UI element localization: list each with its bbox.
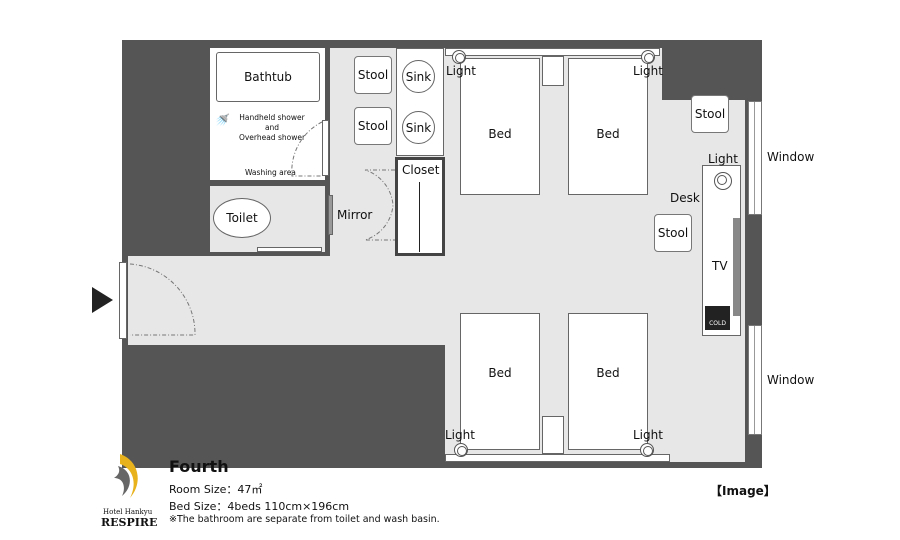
logo-text: RESPIRE	[101, 516, 158, 529]
bed-label: Bed	[488, 366, 512, 380]
stool: Stool	[354, 56, 392, 94]
bathtub: Bathtub	[216, 52, 320, 102]
note: ※The bathroom are separate from toilet a…	[169, 514, 440, 525]
entrance-door-swing	[129, 263, 196, 336]
stool: Stool	[691, 95, 729, 133]
tv	[733, 218, 740, 316]
light-icon	[454, 443, 468, 457]
mirror	[328, 195, 333, 235]
toilet-door	[257, 247, 322, 252]
shower-icon: 🚿	[215, 113, 230, 127]
light-icon	[641, 50, 655, 64]
light-label: Light	[708, 152, 738, 166]
shower-line: and	[264, 123, 280, 132]
bathroom-door-swing	[291, 121, 323, 177]
shower-line: Overhead shower	[238, 133, 306, 142]
bed-label: Bed	[596, 366, 620, 380]
toilet: Toilet	[213, 198, 271, 238]
washing-area-label: Washing area	[245, 168, 296, 177]
closet-label: Closet	[402, 163, 440, 177]
sink-label: Sink	[405, 69, 432, 84]
closet[interactable]: Closet	[395, 157, 445, 256]
room-type-title: Fourth	[169, 457, 229, 476]
window	[748, 325, 762, 435]
mirror-label: Mirror	[337, 208, 373, 222]
stool-label: Stool	[357, 68, 389, 82]
light-icon	[452, 50, 466, 64]
desk-label: Desk	[670, 191, 700, 205]
logo-text-small: Hotel Hankyu	[103, 508, 153, 516]
entrance-arrow-icon	[92, 287, 113, 313]
sink: Sink	[402, 111, 435, 144]
hotel-logo	[114, 454, 138, 498]
bed-size: Bed Size：4beds 110cm×196cm	[169, 500, 350, 513]
bathroom-door[interactable]	[322, 120, 329, 176]
bed-label: Bed	[596, 127, 620, 141]
room-size: Room Size：47㎡	[169, 483, 263, 496]
bathtub-label: Bathtub	[244, 70, 292, 84]
window-label: Window	[767, 373, 815, 387]
headboard-top	[445, 48, 660, 56]
image-label: 【Image】	[710, 484, 776, 498]
closet-door-swing	[364, 169, 395, 241]
corridor-floor	[128, 256, 448, 345]
shower-line: Handheld shower	[239, 113, 305, 122]
stool: Stool	[354, 107, 392, 145]
fridge: COLD	[705, 306, 730, 330]
light-label: Light	[445, 428, 475, 442]
nightstand	[542, 416, 564, 454]
light-label: Light	[633, 428, 663, 442]
sink: Sink	[402, 60, 435, 93]
desk-light-icon	[714, 172, 732, 190]
bed-label: Bed	[488, 127, 512, 141]
toilet-label: Toilet	[226, 211, 258, 225]
nightstand	[542, 56, 564, 86]
stool: Stool	[654, 214, 692, 252]
stool-label: Stool	[657, 226, 689, 240]
bed: Bed	[568, 313, 648, 450]
hanger-rod-icon	[419, 182, 420, 252]
bed: Bed	[568, 58, 648, 195]
fridge-label: COLD	[709, 320, 726, 327]
window-label: Window	[767, 150, 815, 164]
entrance-door[interactable]	[119, 262, 127, 339]
window	[748, 101, 762, 215]
shower-label: Handheld shower and Overhead shower	[232, 113, 312, 143]
sink-label: Sink	[405, 120, 432, 135]
bed: Bed	[460, 58, 540, 195]
tv-label: TV	[712, 259, 728, 273]
bed: Bed	[460, 313, 540, 450]
headboard-bottom	[445, 454, 670, 462]
light-label: Light	[633, 64, 663, 78]
light-label: Light	[446, 64, 476, 78]
wall-corner	[662, 40, 745, 100]
stool-label: Stool	[357, 119, 389, 133]
stool-label: Stool	[694, 107, 726, 121]
light-icon	[640, 443, 654, 457]
